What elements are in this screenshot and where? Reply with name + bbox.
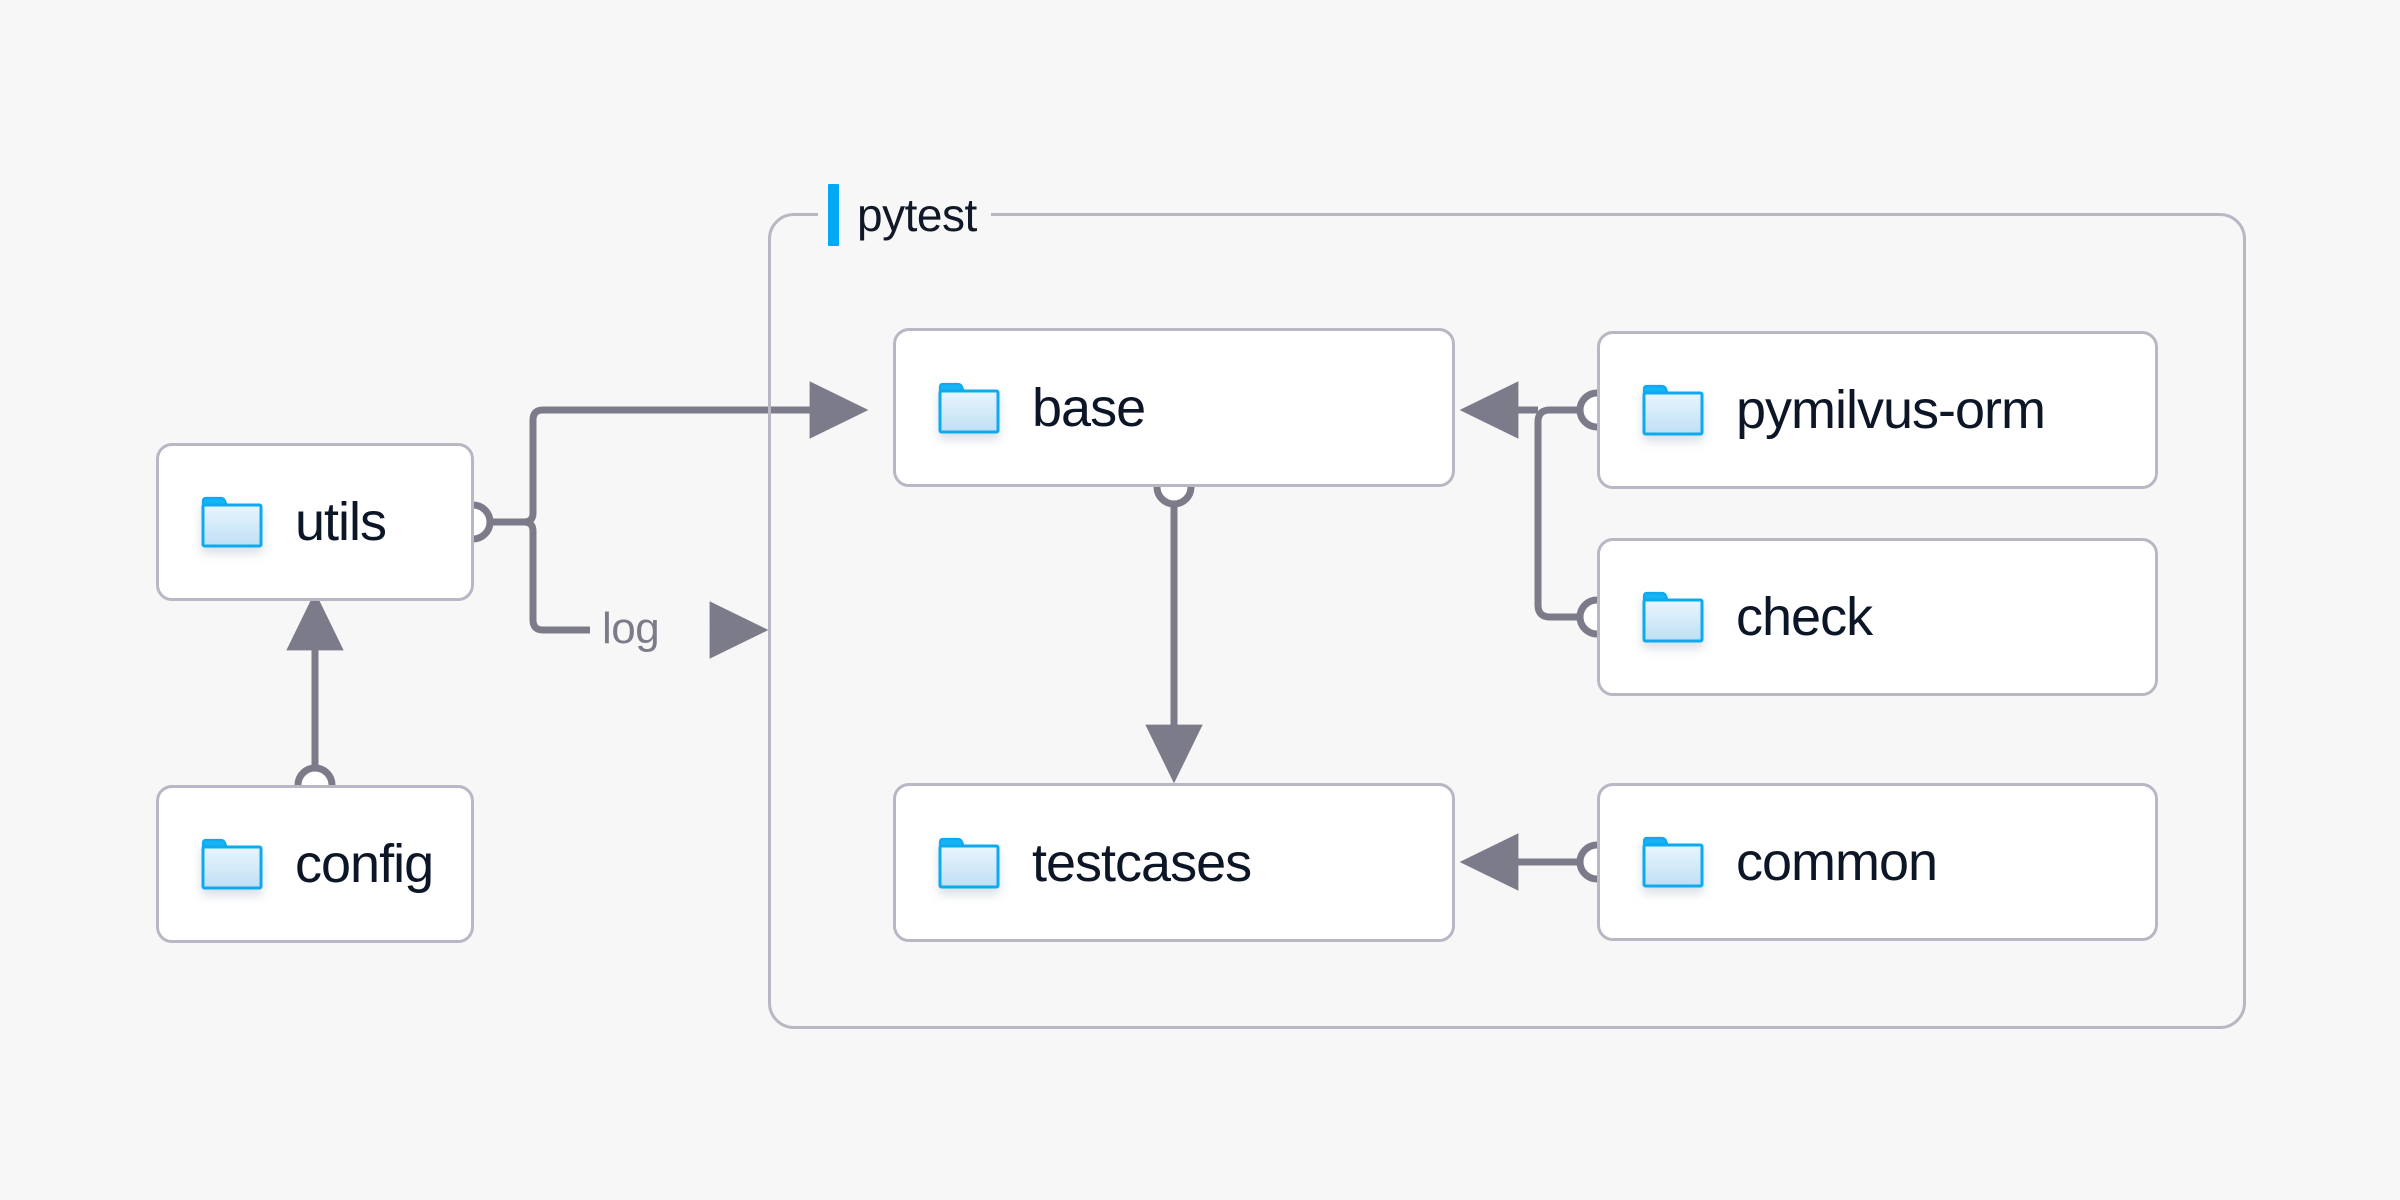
node-label-pymilvus-orm: pymilvus-orm xyxy=(1736,380,2046,440)
node-label-check: check xyxy=(1736,587,1873,647)
edge-config-to-utils xyxy=(286,591,344,806)
group-pytest-label: pytest xyxy=(818,183,991,247)
edge-utils-to-pytest-log xyxy=(490,518,769,659)
node-label-config: config xyxy=(295,834,434,894)
edge-pymilvus-orm-to-base xyxy=(1534,406,1580,621)
node-check[interactable]: check xyxy=(1597,538,2158,696)
node-label-base: base xyxy=(1032,377,1146,438)
folder-icon xyxy=(938,837,1000,889)
folder-icon xyxy=(201,838,263,890)
folder-icon xyxy=(1642,836,1704,888)
node-utils[interactable]: utils xyxy=(156,443,474,601)
folder-icon xyxy=(938,382,1000,434)
node-testcases[interactable]: testcases xyxy=(893,783,1455,942)
node-common[interactable]: common xyxy=(1597,783,2158,941)
folder-icon xyxy=(1642,384,1704,436)
folder-icon xyxy=(201,496,263,548)
node-base[interactable]: base xyxy=(893,328,1455,487)
edge-label-log: log xyxy=(602,604,660,653)
node-pymilvus-orm[interactable]: pymilvus-orm xyxy=(1597,331,2158,489)
node-config[interactable]: config xyxy=(156,785,474,943)
group-accent-bar xyxy=(828,184,839,246)
folder-icon xyxy=(1642,591,1704,643)
node-label-testcases: testcases xyxy=(1032,832,1252,893)
node-label-common: common xyxy=(1736,832,1938,892)
group-pytest-container xyxy=(768,213,2246,1029)
group-title-text: pytest xyxy=(857,189,977,241)
node-label-utils: utils xyxy=(295,492,387,552)
